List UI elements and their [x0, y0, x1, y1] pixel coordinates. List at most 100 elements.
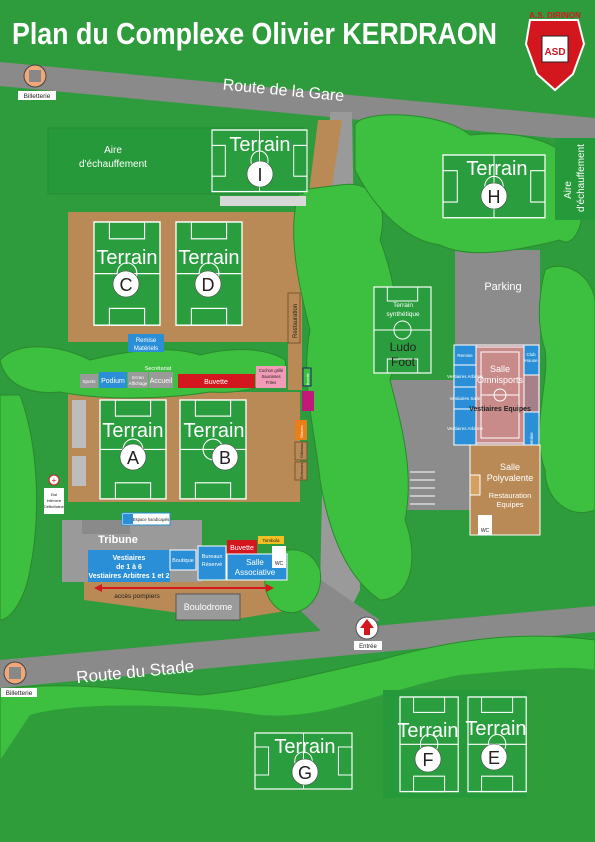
accueil-label: Accueil — [150, 378, 173, 385]
synth-l2: synthétique — [386, 311, 420, 318]
bureaux[interactable] — [197, 545, 227, 581]
letter-H: H — [488, 187, 501, 207]
poly-rest-l1: Restauration — [489, 491, 532, 500]
page-title: Plan du Complexe Olivier KERDRAON — [12, 16, 497, 51]
billetterie-bottom[interactable]: Billetterie — [1, 661, 37, 697]
buvette-centre[interactable] — [178, 374, 255, 388]
remise-materiels[interactable] — [128, 334, 164, 352]
cochon-l2: Saucisses — [261, 374, 280, 379]
asso-l1: Salle — [246, 558, 264, 567]
club-logo: ASD A.S. DIRINON — [524, 11, 586, 92]
dirt-path-north — [308, 120, 342, 200]
stand-pink — [302, 391, 314, 411]
vestiaires-l1: Vestiaires — [113, 555, 146, 562]
wc-tribune — [272, 546, 286, 568]
warmup-top-l2: d'échauffement — [79, 159, 147, 170]
poly-l2: Polyvalente — [487, 473, 534, 483]
boutique[interactable] — [169, 549, 197, 571]
letter-A: A — [127, 448, 139, 468]
espace-handicapes-label: Espace handicapés — [133, 517, 170, 522]
stand-boissons[interactable] — [294, 461, 308, 481]
bleacher-1 — [72, 400, 86, 448]
vestiaires-main[interactable] — [88, 550, 170, 582]
poly-wc — [478, 515, 492, 535]
stand-boissons-label: Boissons — [299, 463, 304, 479]
billetterie-top-label: Billetterie — [24, 93, 51, 100]
club-house-l2: House — [524, 358, 538, 363]
first-aid[interactable] — [44, 488, 64, 514]
terrain-D-label: Terrain — [178, 247, 239, 269]
ecran-l1: Ecran — [132, 375, 144, 380]
bureaux-l2: Réservé — [202, 562, 222, 568]
club-house-l1: Club — [526, 352, 536, 357]
letter-B: B — [219, 448, 231, 468]
remise-l1: Remise — [136, 338, 157, 344]
terrain-G-label: Terrain — [274, 736, 335, 758]
entree-label: Entrée — [359, 644, 377, 650]
restauration-strip-label: Restauration — [293, 304, 299, 338]
bleacher-2 — [72, 456, 86, 486]
foot-label: Foot — [391, 355, 416, 369]
buvette-tribune[interactable] — [227, 540, 257, 554]
accueil[interactable] — [149, 372, 173, 388]
stand-glaces-label: Glaces — [299, 426, 304, 438]
boulodrome-label: Boulodrome — [184, 602, 233, 612]
synth-l1: Terrain — [393, 302, 413, 309]
sports-label: Sports — [82, 379, 96, 384]
parking-stripes — [410, 471, 435, 505]
warmup-area-right — [555, 138, 595, 220]
omni-remise-right-label: Remise — [529, 432, 534, 448]
cochon-grille[interactable] — [256, 366, 286, 388]
terrain-A-label: Terrain — [102, 420, 163, 442]
podium[interactable] — [99, 372, 127, 388]
sports-box — [80, 374, 98, 388]
pompiers-arrow — [94, 584, 274, 592]
omni-vest-arb2-label: Vestiaires Arbitres — [447, 426, 484, 431]
entree-marker[interactable]: Entrée — [354, 616, 382, 650]
secretariat-label: Secrétariat — [145, 366, 172, 372]
stand-gateaux[interactable] — [294, 441, 308, 461]
poly-rest-l2: Equipes — [496, 500, 523, 509]
cochon-l3: Frites — [266, 380, 276, 385]
terrain-I-label: Terrain — [229, 134, 290, 156]
club-name: A.S. DIRINON — [529, 11, 581, 20]
letter-G: G — [298, 763, 312, 783]
warmup-labels: Aire d'échauffement Aire d'échauffement — [79, 144, 587, 212]
road-stade — [0, 606, 595, 688]
omni-remise-label: Remise — [457, 353, 473, 358]
ecran-l2: Affichage — [129, 381, 148, 386]
cochon-l1: Cochon grillé — [259, 368, 284, 373]
club-monogram: ASD — [544, 47, 565, 58]
boutique-label: Boutique — [172, 558, 194, 564]
restauration-strip — [287, 292, 301, 344]
ludo-label: Ludo — [390, 340, 417, 354]
first-aid-l3: Défibrillateur — [44, 505, 64, 509]
parking-label: Parking — [484, 281, 521, 293]
remise-l2: Matériels — [134, 346, 158, 352]
tombola[interactable] — [258, 536, 284, 544]
letter-D: D — [202, 275, 215, 295]
pitch-F[interactable] — [399, 696, 459, 793]
pitch-B[interactable] — [179, 399, 247, 500]
omni-vest-salle-label: Vestiaires Salle — [450, 396, 481, 401]
terrain-B-label: Terrain — [183, 420, 244, 442]
first-aid-l2: Infirmerie — [47, 499, 62, 503]
pitch-letters: I H C D A B G F E — [120, 165, 501, 783]
road-gare — [0, 62, 595, 142]
bureaux-l1: Bureaux — [202, 554, 223, 560]
stand-gateaux-label: Gâteaux — [299, 443, 304, 458]
asso-l2: Associative — [235, 568, 276, 577]
boulodrome[interactable] — [175, 593, 241, 621]
stand-glaces[interactable] — [295, 420, 307, 440]
tombola-label: Tombola — [262, 538, 280, 543]
billetterie-top[interactable]: Billetterie — [18, 64, 56, 100]
first-aid-l1: Etat — [51, 493, 57, 497]
billetterie-bottom-label: Billetterie — [6, 690, 33, 697]
pitch-letter-circles — [112, 160, 508, 786]
terrain-E-label: Terrain — [465, 718, 526, 740]
synthetic-labels: Terrain synthétique Ludo Foot — [386, 302, 420, 369]
poly-l1: Salle — [500, 462, 520, 472]
poly-wc-label: WC — [481, 528, 490, 534]
wc-tribune-label: WC — [275, 561, 284, 567]
